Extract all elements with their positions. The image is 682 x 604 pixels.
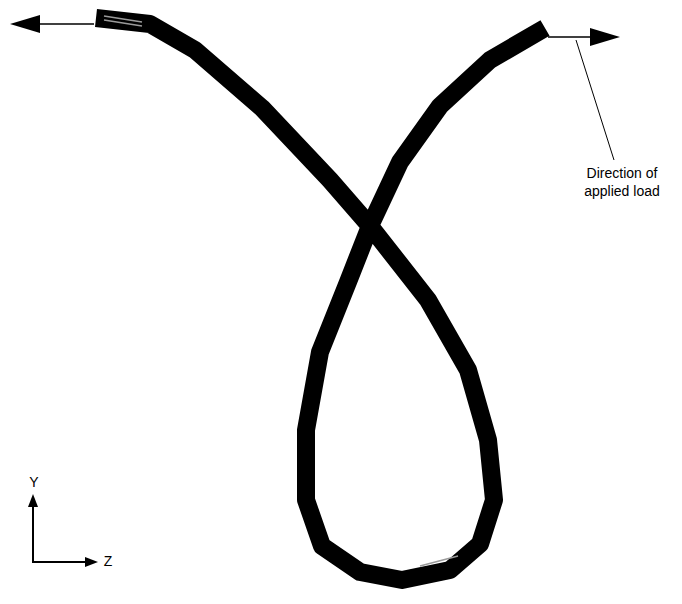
arrowhead-left	[10, 15, 40, 33]
grip-marks	[104, 16, 458, 566]
leader-line	[576, 40, 614, 160]
axis-y-head	[28, 494, 38, 507]
load-arrow-right	[548, 36, 592, 38]
axis-y	[32, 506, 34, 562]
axis-label: Y	[27, 474, 41, 492]
arrowhead-right	[590, 28, 620, 46]
load-arrow-left	[36, 23, 94, 25]
axis-label: Z	[101, 553, 115, 571]
axis-z	[32, 561, 86, 563]
axis-z-head	[85, 557, 98, 567]
strap-loop	[96, 18, 545, 580]
callout-label: Direction of applied load	[566, 165, 678, 200]
